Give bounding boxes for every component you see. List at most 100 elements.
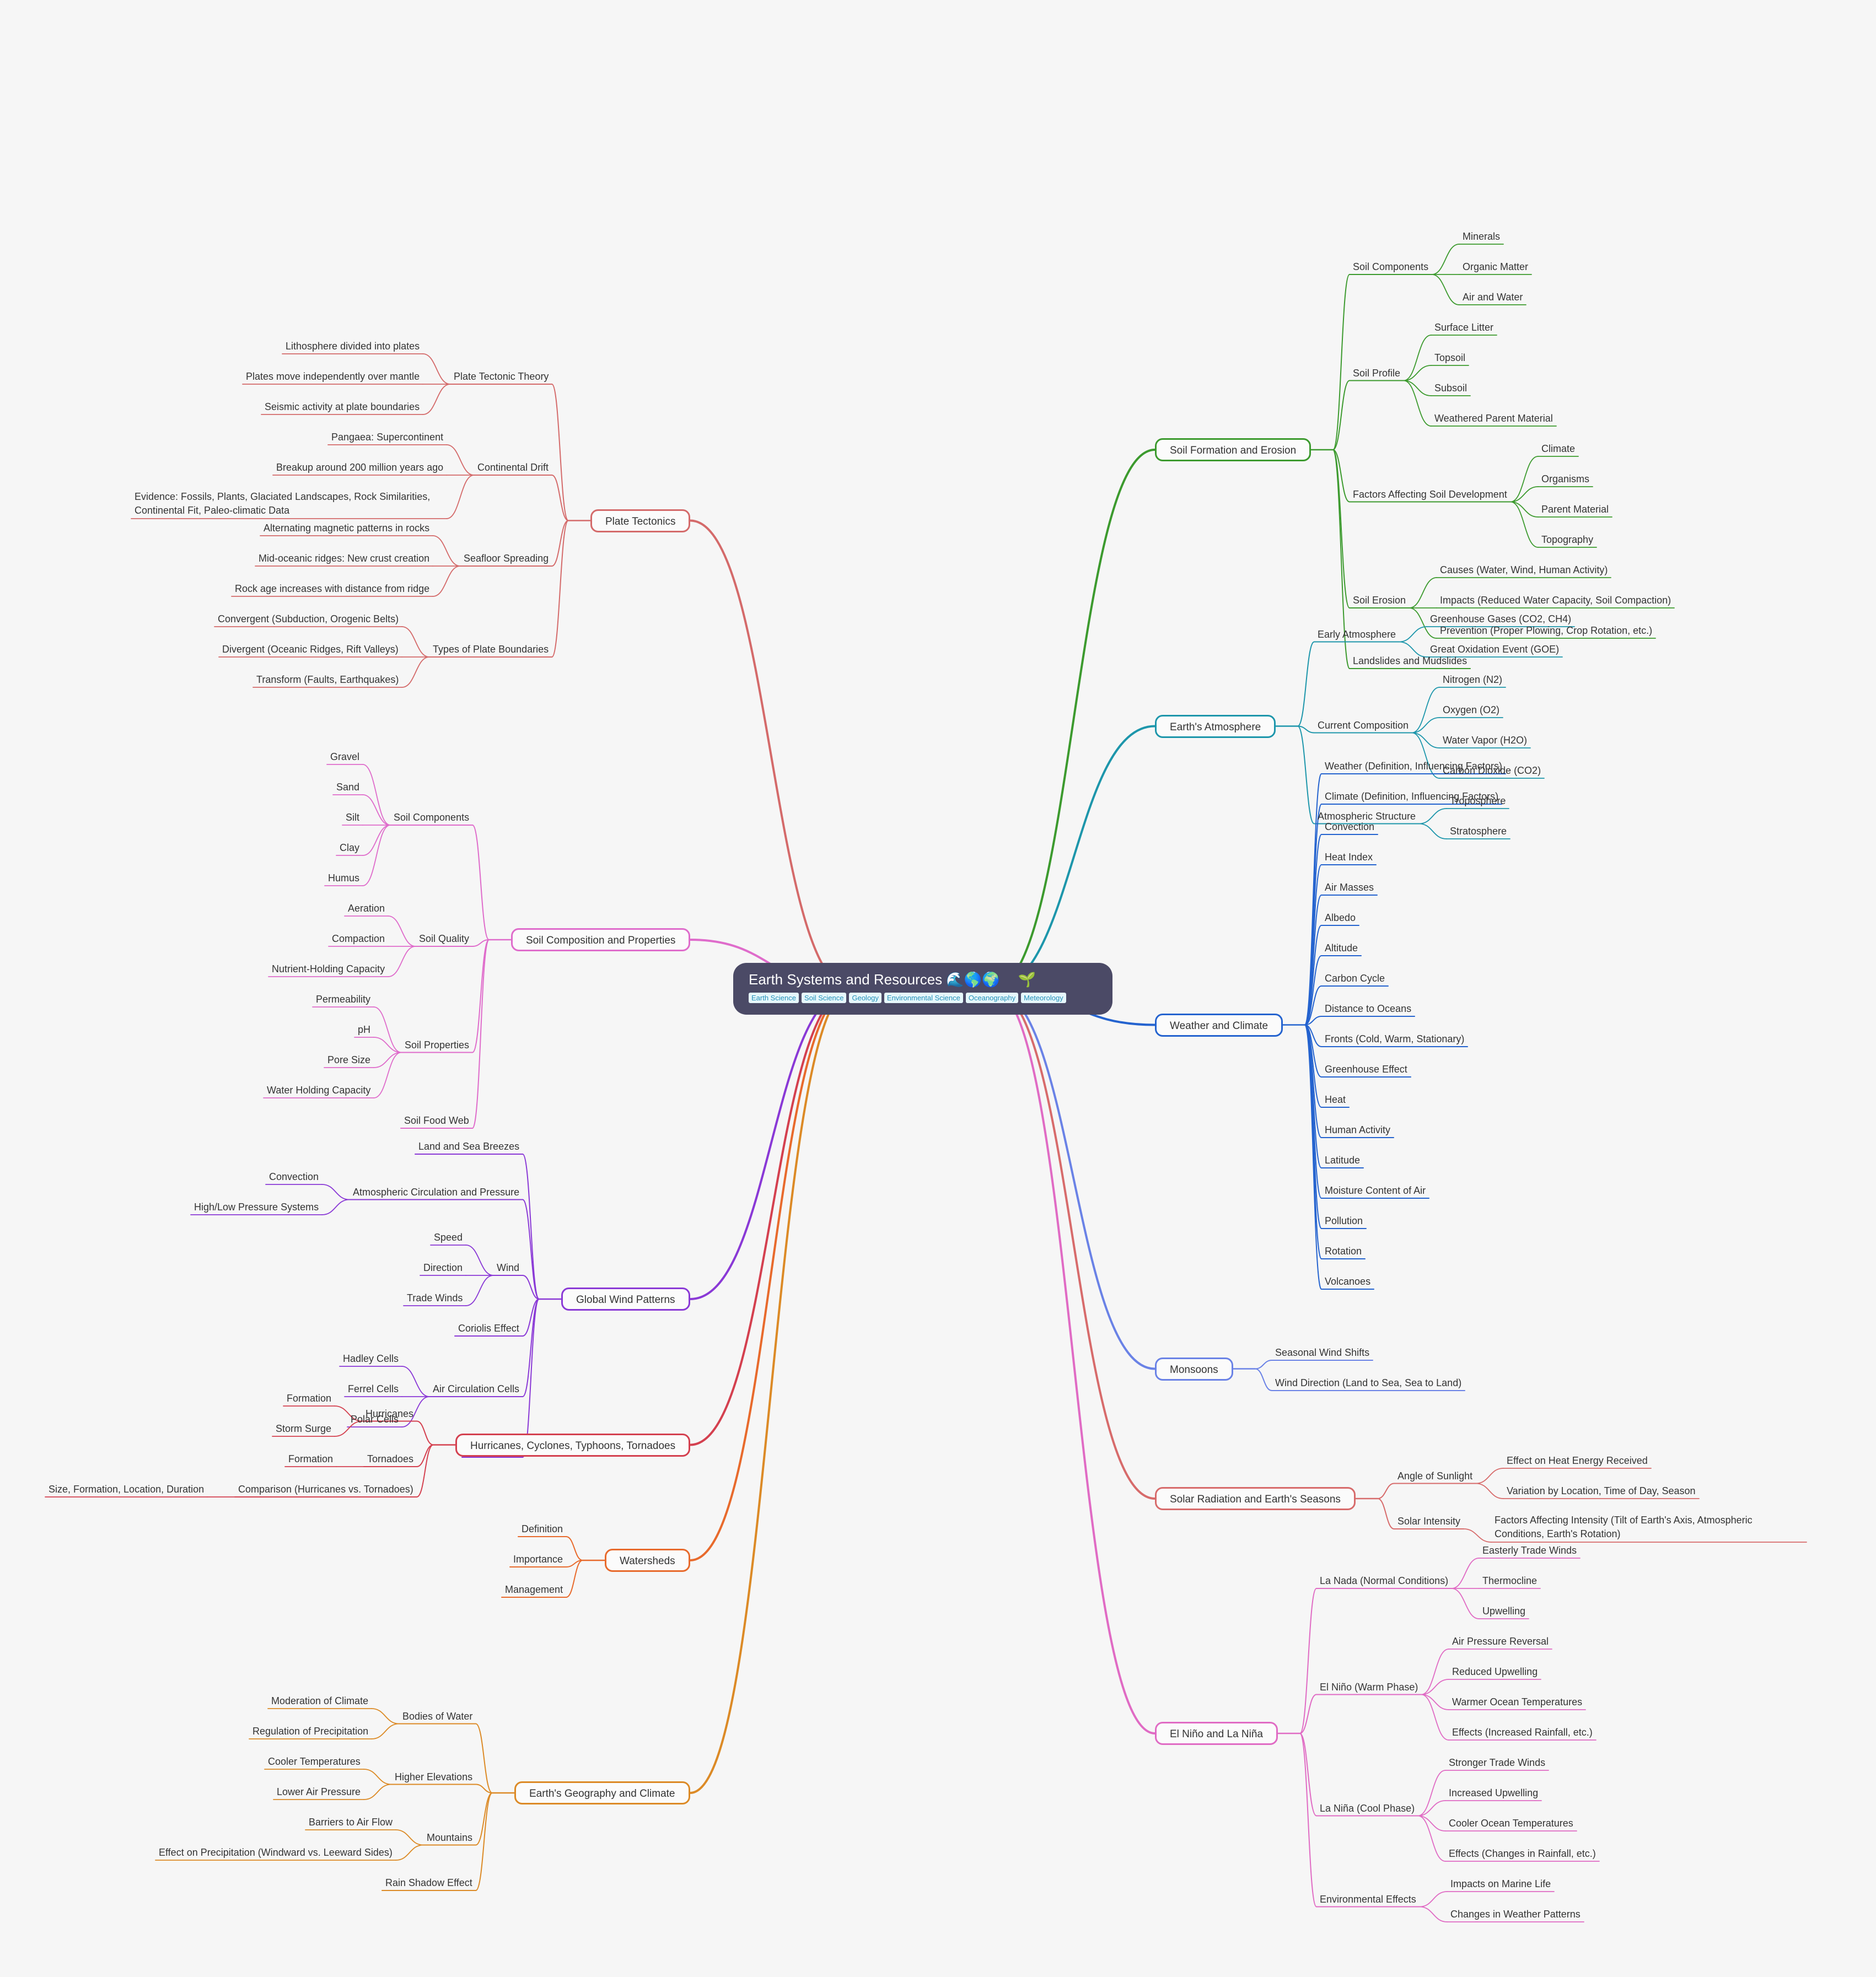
branch-monsoons[interactable]: Monsoons [1155,1357,1233,1381]
branch-hurricanes-cyclones-typhoons-tornadoes[interactable]: Hurricanes, Cyclones, Typhoons, Tornadoe… [455,1433,691,1457]
leaf-mid-oceanic-ridges-new-crust-creation[interactable]: Mid-oceanic ridges: New crust creation [259,553,430,564]
leaf-troposphere[interactable]: Troposphere [1450,795,1506,806]
leaf-parent-material[interactable]: Parent Material [1541,504,1609,515]
leaf-great-oxidation-event-goe[interactable]: Great Oxidation Event (GOE) [1430,644,1560,655]
node-tornadoes[interactable]: Tornadoes [367,1453,414,1464]
tag-environmental-science[interactable]: Environmental Science [884,993,963,1003]
leaf-pore-size[interactable]: Pore Size [327,1054,371,1065]
leaf-pangaea-supercontinent[interactable]: Pangaea: Supercontinent [331,432,444,443]
leaf-gravel[interactable]: Gravel [330,751,360,762]
node-atmospheric-structure[interactable]: Atmospheric Structure [1318,810,1416,822]
node-seafloor-spreading[interactable]: Seafloor Spreading [464,553,549,564]
node-rain-shadow-effect[interactable]: Rain Shadow Effect [385,1877,472,1888]
node-soil-erosion[interactable]: Soil Erosion [1353,595,1406,606]
branch-weather-and-climate[interactable]: Weather and Climate [1155,1013,1283,1037]
leaf-ferrel-cells[interactable]: Ferrel Cells [348,1383,399,1394]
node-atmospheric-circulation-and-pressure[interactable]: Atmospheric Circulation and Pressure [353,1186,520,1198]
node-current-composition[interactable]: Current Composition [1318,719,1409,731]
node-heat[interactable]: Heat [1325,1094,1346,1105]
leaf-water-vapor-h2o[interactable]: Water Vapor (H2O) [1443,735,1528,746]
branch-earth-s-atmosphere[interactable]: Earth's Atmosphere [1155,714,1276,738]
node-la-nada-normal-conditions[interactable]: La Nada (Normal Conditions) [1320,1575,1449,1586]
leaf-plates-move-independently-over-mantle[interactable]: Plates move independently over mantle [246,371,420,382]
node-air-circulation-cells[interactable]: Air Circulation Cells [433,1383,520,1394]
node-moisture-content-of-air[interactable]: Moisture Content of Air [1325,1185,1426,1196]
leaf-hadley-cells[interactable]: Hadley Cells [343,1353,399,1364]
leaf-seismic-activity-at-plate-boundaries[interactable]: Seismic activity at plate boundaries [265,401,420,412]
node-land-and-sea-breezes[interactable]: Land and Sea Breezes [418,1141,520,1152]
node-convection[interactable]: Convection [1325,821,1375,832]
central-topic[interactable]: Earth Systems and Resources 🌊🌎🌍 🌱 Earth … [733,963,1112,1015]
leaf-direction[interactable]: Direction [423,1262,463,1273]
node-management[interactable]: Management [505,1584,563,1595]
node-pollution[interactable]: Pollution [1325,1215,1363,1226]
leaf-convergent-subduction-orogenic-belts[interactable]: Convergent (Subduction, Orogenic Belts) [218,613,399,624]
leaf-permeability[interactable]: Permeability [316,994,371,1005]
leaf-stratosphere[interactable]: Stratosphere [1450,826,1507,837]
leaf-increased-upwelling[interactable]: Increased Upwelling [1449,1787,1539,1798]
node-bodies-of-water[interactable]: Bodies of Water [402,1710,473,1722]
leaf-cooler-temperatures[interactable]: Cooler Temperatures [268,1756,361,1767]
leaf-upwelling[interactable]: Upwelling [1482,1606,1526,1617]
leaf-topography[interactable]: Topography [1541,534,1594,545]
leaf-lower-air-pressure[interactable]: Lower Air Pressure [277,1786,361,1797]
tag-soil-science[interactable]: Soil Science [801,993,847,1003]
node-higher-elevations[interactable]: Higher Elevations [395,1771,473,1782]
node-latitude[interactable]: Latitude [1325,1155,1361,1166]
node-angle-of-sunlight[interactable]: Angle of Sunlight [1397,1470,1473,1482]
branch-plate-tectonics[interactable]: Plate Tectonics [590,509,691,532]
leaf-air-and-water[interactable]: Air and Water [1463,292,1523,303]
node-definition[interactable]: Definition [522,1523,563,1534]
leaf-sand[interactable]: Sand [336,782,360,793]
leaf-water-holding-capacity[interactable]: Water Holding Capacity [267,1085,371,1096]
node-coriolis-effect[interactable]: Coriolis Effect [458,1323,519,1334]
node-plate-tectonic-theory[interactable]: Plate Tectonic Theory [454,371,549,382]
node-greenhouse-effect[interactable]: Greenhouse Effect [1325,1064,1407,1075]
leaf-trade-winds[interactable]: Trade Winds [407,1292,463,1303]
branch-solar-radiation-and-earth-s-seasons[interactable]: Solar Radiation and Earth's Seasons [1155,1487,1356,1510]
leaf-minerals[interactable]: Minerals [1463,231,1501,242]
node-soil-food-web[interactable]: Soil Food Web [404,1115,469,1126]
leaf-silt[interactable]: Silt [346,812,360,823]
branch-soil-composition-and-properties[interactable]: Soil Composition and Properties [511,928,691,951]
leaf-reduced-upwelling[interactable]: Reduced Upwelling [1452,1666,1538,1677]
leaf-cooler-ocean-temperatures[interactable]: Cooler Ocean Temperatures [1449,1818,1573,1829]
leaf-lithosphere-divided-into-plates[interactable]: Lithosphere divided into plates [286,341,420,352]
leaf-compaction[interactable]: Compaction [332,933,385,944]
leaf-formation[interactable]: Formation [287,1393,332,1404]
leaf-impacts-on-marine-life[interactable]: Impacts on Marine Life [1450,1878,1551,1889]
leaf-formation[interactable]: Formation [288,1453,334,1464]
leaf-organic-matter[interactable]: Organic Matter [1463,261,1529,272]
node-hurricanes[interactable]: Hurricanes [365,1408,414,1419]
node-rotation[interactable]: Rotation [1325,1246,1362,1257]
leaf-causes-water-wind-human-activity[interactable]: Causes (Water, Wind, Human Activity) [1440,564,1608,575]
branch-earth-s-geography-and-climate[interactable]: Earth's Geography and Climate [514,1781,690,1804]
node-wind[interactable]: Wind [497,1262,520,1273]
leaf-weathered-parent-material[interactable]: Weathered Parent Material [1434,413,1553,424]
node-mountains[interactable]: Mountains [427,1831,473,1843]
node-landslides-and-mudslides[interactable]: Landslides and Mudslides [1353,655,1468,666]
node-wind-direction-land-to-sea-sea-to-land[interactable]: Wind Direction (Land to Sea, Sea to Land… [1275,1377,1462,1388]
tag-oceanography[interactable]: Oceanography [965,993,1019,1003]
node-la-ni-a-cool-phase[interactable]: La Niña (Cool Phase) [1320,1802,1415,1814]
node-environmental-effects[interactable]: Environmental Effects [1320,1893,1416,1905]
leaf-transform-faults-earthquakes[interactable]: Transform (Faults, Earthquakes) [256,674,399,685]
node-weather-definition-influencing-factors[interactable]: Weather (Definition, Influencing Factors… [1325,761,1502,772]
leaf-breakup-around-200-million-years-ago[interactable]: Breakup around 200 million years ago [276,462,444,473]
leaf-convection[interactable]: Convection [269,1171,319,1182]
node-el-ni-o-warm-phase[interactable]: El Niño (Warm Phase) [1320,1681,1418,1693]
branch-watersheds[interactable]: Watersheds [605,1549,690,1572]
leaf-air-pressure-reversal[interactable]: Air Pressure Reversal [1452,1636,1549,1647]
leaf-nutrient-holding-capacity[interactable]: Nutrient-Holding Capacity [272,963,385,974]
leaf-polar-cells[interactable]: Polar Cells [351,1414,399,1425]
node-carbon-cycle[interactable]: Carbon Cycle [1325,973,1385,984]
leaf-subsoil[interactable]: Subsoil [1434,383,1468,394]
tag-geology[interactable]: Geology [849,993,881,1003]
leaf-stronger-trade-winds[interactable]: Stronger Trade Winds [1449,1757,1546,1768]
leaf-moderation-of-climate[interactable]: Moderation of Climate [271,1695,369,1706]
node-air-masses[interactable]: Air Masses [1325,882,1374,893]
node-volcanoes[interactable]: Volcanoes [1325,1276,1371,1287]
leaf-effect-on-precipitation-windward-vs-leew[interactable]: Effect on Precipitation (Windward vs. Le… [159,1847,393,1858]
leaf-variation-by-location-time-of-day-season[interactable]: Variation by Location, Time of Day, Seas… [1507,1485,1696,1496]
leaf-effects-changes-in-rainfall-etc[interactable]: Effects (Changes in Rainfall, etc.) [1449,1848,1596,1859]
